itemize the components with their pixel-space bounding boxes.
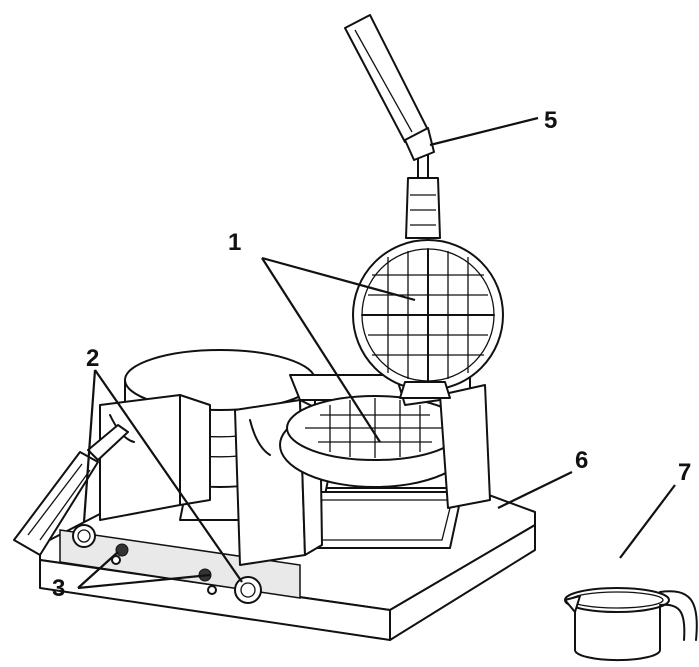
callout-6: 6 [575,447,588,474]
leader-lines [77,116,676,590]
callout-3: 3 [52,575,65,602]
left-stand [99,394,323,566]
callout-2: 2 [86,345,99,372]
left-handle [13,424,129,556]
top-waffle-grid [352,239,504,399]
batter-cup [564,587,698,662]
lid-handle [344,14,441,239]
callout-5: 5 [544,107,557,134]
control-knobs [72,524,262,604]
callout-7: 7 [678,459,691,486]
callout-1: 1 [228,229,241,256]
